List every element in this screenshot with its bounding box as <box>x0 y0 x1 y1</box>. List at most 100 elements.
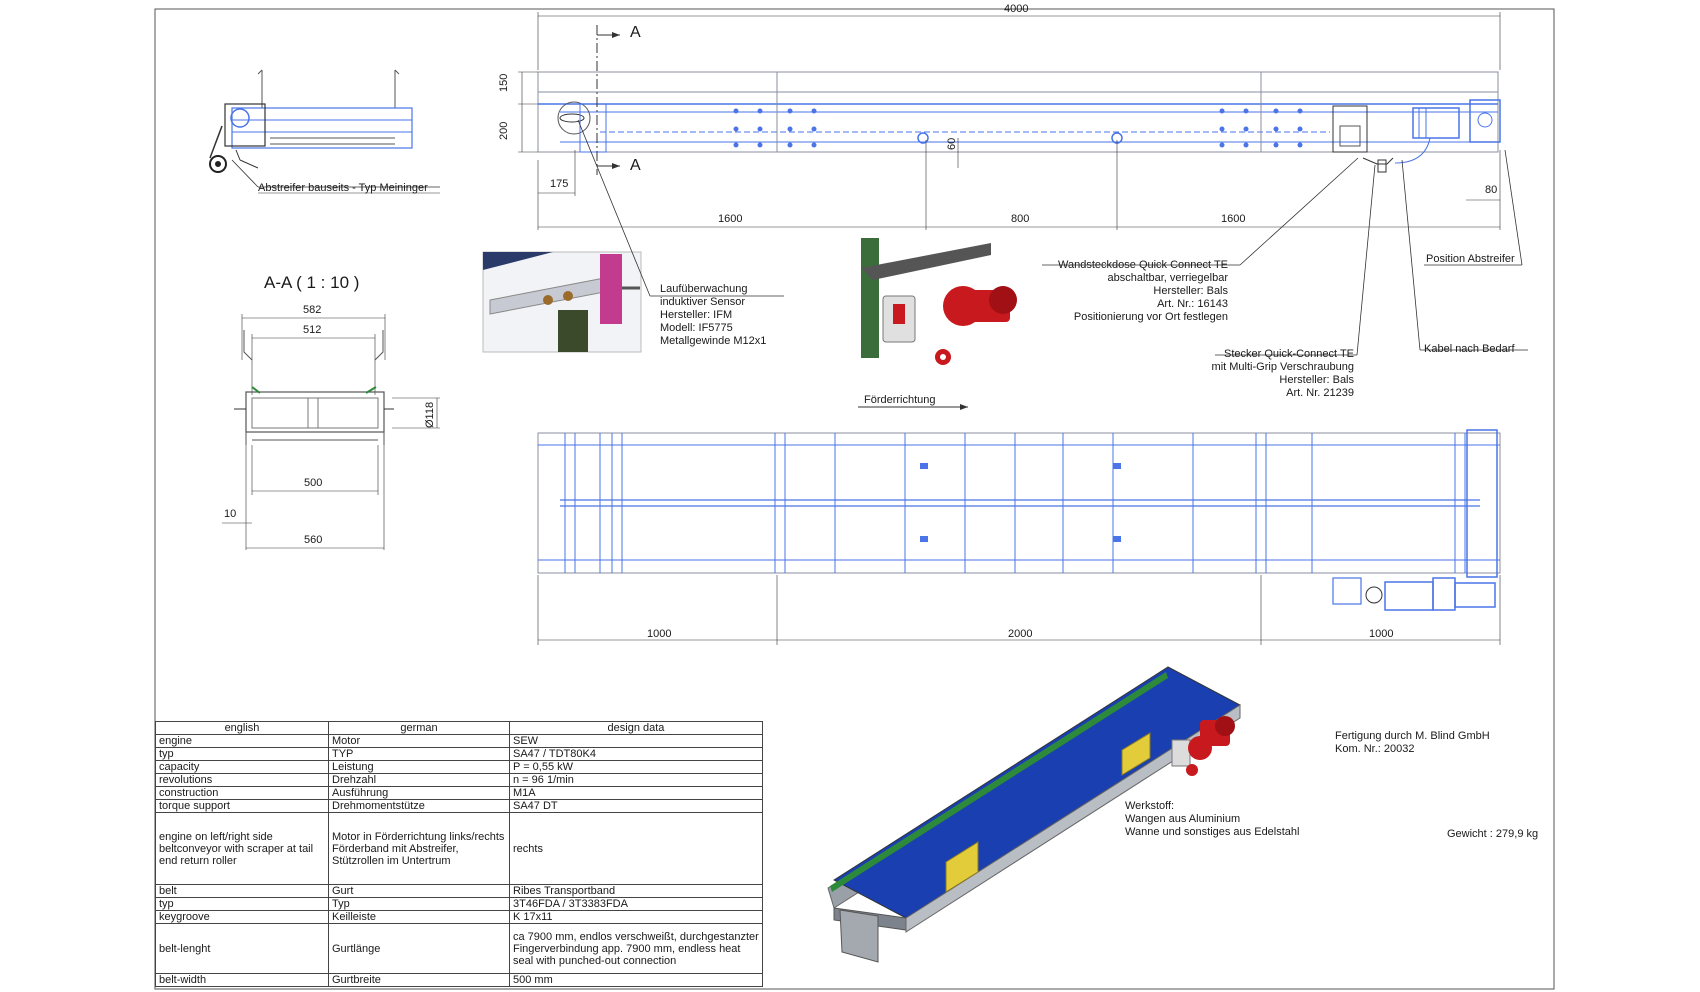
callout-plug-line-1: Stecker Quick-Connect TE <box>1223 348 1354 360</box>
section-roller-diameter: Ø118 <box>424 401 436 428</box>
spec-cell: Keilleiste <box>328 910 510 924</box>
spec-cell: Gurt <box>328 884 510 898</box>
manufacturing-line-1: Fertigung durch M. Blind GmbH <box>1335 730 1490 742</box>
side-view <box>518 12 1501 230</box>
spec-cell: Drehmomentstütze <box>328 799 510 813</box>
callout-sensor-line-1: Laufüberwachung <box>660 283 748 295</box>
spec-cell: 3T46FDA / 3T3383FDA <box>509 897 763 911</box>
callout-plug-line-2: mit Multi-Grip Verschraubung <box>1211 361 1354 373</box>
spec-cell: Gurtbreite <box>328 973 510 987</box>
dim-span-1600-right: 1600 <box>1221 213 1246 225</box>
spec-cell: engine <box>155 734 329 748</box>
section-width-512: 512 <box>303 324 322 336</box>
dim-plan-2000: 2000 <box>1008 628 1033 640</box>
spec-cell: K 17x11 <box>509 910 763 924</box>
spec-cell: ca 7900 mm, endlos verschweißt, durchges… <box>509 923 763 974</box>
spec-cell: engine on left/right side beltconveyor w… <box>155 812 329 885</box>
isometric-view <box>827 666 1241 963</box>
end-view <box>209 69 440 194</box>
spec-cell: Motor in Förderrichtung links/rechts För… <box>328 812 510 885</box>
dim-span-1600-left: 1600 <box>718 213 743 225</box>
dim-height-150: 150 <box>498 73 510 92</box>
spec-cell: Gurtlänge <box>328 923 510 974</box>
callout-socket-line-1: Wandsteckdose Quick Connect TE <box>1058 259 1228 271</box>
callout-cable: Kabel nach Bedarf <box>1424 343 1515 355</box>
spec-cell: rechts <box>509 812 763 885</box>
sensor-detail-image <box>482 251 642 353</box>
spec-cell: torque support <box>155 799 329 813</box>
dim-plan-1000-left: 1000 <box>647 628 672 640</box>
spec-cell: 500 mm <box>509 973 763 987</box>
spec-header-german: german <box>328 721 510 735</box>
callout-scraper: Abstreifer bauseits - Typ Meininger <box>258 182 428 194</box>
callout-scraper-position: Position Abstreifer <box>1426 253 1515 265</box>
callout-sensor-line-2: induktiver Sensor <box>660 296 745 308</box>
spec-cell: SEW <box>509 734 763 748</box>
section-title: A-A ( 1 : 10 ) <box>264 273 360 292</box>
dim-height-200: 200 <box>498 121 510 140</box>
section-marker-top: A <box>630 24 641 41</box>
spec-cell: Typ <box>328 897 510 911</box>
callout-socket-line-5: Positionierung vor Ort festlegen <box>1073 311 1228 323</box>
callout-socket-line-2: abschaltbar, verriegelbar <box>1107 272 1228 284</box>
plan-view <box>537 404 1501 645</box>
dim-drop-60: 60 <box>946 137 958 150</box>
spec-cell: typ <box>155 897 329 911</box>
callout-plug-line-3: Hersteller: Bals <box>1279 374 1354 386</box>
section-width-560: 560 <box>304 534 323 546</box>
direction-label: Förderrichtung <box>864 394 936 406</box>
spec-cell: Motor <box>328 734 510 748</box>
section-width-582: 582 <box>303 304 322 316</box>
spec-cell: typ <box>155 747 329 761</box>
dim-overall-length: 4000 <box>1004 3 1029 15</box>
table-row: engine on left/right side beltconveyor w… <box>155 812 763 885</box>
dim-offset-80: 80 <box>1485 184 1498 196</box>
spec-cell: revolutions <box>155 773 329 787</box>
spec-header-design: design data <box>509 721 763 735</box>
callout-sensor-line-4: Modell: IF5775 <box>660 322 733 334</box>
callout-socket-line-3: Hersteller: Bals <box>1153 285 1228 297</box>
section-offset-10: 10 <box>224 508 237 520</box>
section-marker-bottom: A <box>630 157 641 174</box>
spec-cell: SA47 / TDT80K4 <box>509 747 763 761</box>
callout-socket-line-4: Art. Nr.: 16143 <box>1157 298 1228 310</box>
spec-cell: belt-width <box>155 973 329 987</box>
sheet-border <box>154 8 1555 990</box>
spec-cell: P = 0,55 kW <box>509 760 763 774</box>
spec-cell: belt <box>155 884 329 898</box>
spec-cell: Ribes Transportband <box>509 884 763 898</box>
dim-span-800: 800 <box>1011 213 1030 225</box>
spec-cell: Drehzahl <box>328 773 510 787</box>
spec-cell: M1A <box>509 786 763 800</box>
spec-cell: Ausführung <box>328 786 510 800</box>
material-title: Werkstoff: <box>1125 800 1175 812</box>
material-line-2: Wanne und sonstiges aus Edelstahl <box>1125 826 1300 838</box>
spec-cell: belt-lenght <box>155 923 329 974</box>
spec-header-row: english german design data <box>155 721 763 735</box>
manufacturing-line-2: Kom. Nr.: 20032 <box>1335 743 1415 755</box>
callout-sensor-line-5: Metallgewinde M12x1 <box>660 335 767 347</box>
spec-cell: TYP <box>328 747 510 761</box>
section-a-a <box>222 314 440 550</box>
material-line-1: Wangen aus Aluminium <box>1125 813 1241 825</box>
section-width-500: 500 <box>304 477 323 489</box>
spec-cell: construction <box>155 786 329 800</box>
spec-cell: keygroove <box>155 910 329 924</box>
spec-cell: n = 96 1/min <box>509 773 763 787</box>
callout-plug-line-4: Art. Nr. 21239 <box>1286 387 1354 399</box>
spec-cell: capacity <box>155 760 329 774</box>
dim-offset-175: 175 <box>550 178 569 190</box>
